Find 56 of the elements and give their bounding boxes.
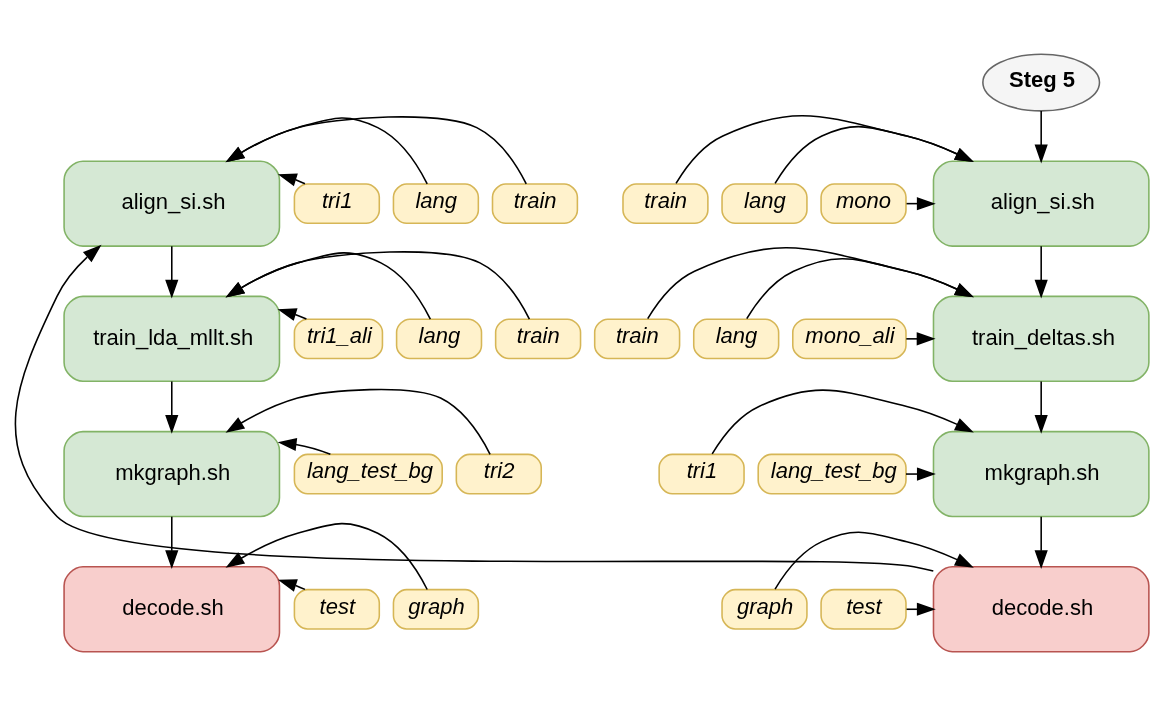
node-box: tri2 bbox=[455, 453, 542, 494]
arrow bbox=[1034, 515, 1048, 569]
arrow bbox=[774, 531, 974, 590]
arrow bbox=[14, 244, 935, 572]
node-box: tri1_ali bbox=[293, 317, 384, 359]
node-box: lang bbox=[692, 317, 780, 359]
arrow bbox=[774, 125, 974, 184]
node-box: train bbox=[593, 317, 681, 359]
node-box: mono_ali bbox=[792, 317, 907, 359]
arrow bbox=[225, 522, 428, 590]
arrow bbox=[646, 246, 974, 319]
arrow bbox=[675, 114, 974, 184]
arrow bbox=[165, 380, 179, 434]
arrow bbox=[165, 245, 179, 299]
arrow bbox=[1034, 109, 1048, 163]
node-box: align_si.sh bbox=[63, 159, 281, 247]
arrow bbox=[277, 307, 308, 321]
node-box: graph bbox=[721, 588, 808, 630]
node-box: test bbox=[820, 588, 907, 630]
arrow bbox=[905, 466, 936, 481]
node-box: tri1 bbox=[293, 182, 381, 224]
arrow bbox=[225, 115, 528, 185]
node-box: test bbox=[293, 588, 381, 630]
arrow bbox=[225, 251, 432, 320]
arrow bbox=[905, 602, 936, 616]
arrow bbox=[165, 515, 179, 569]
node-box: train_lda_mllt.sh bbox=[63, 295, 281, 382]
node-box: decode.sh bbox=[932, 565, 1150, 652]
arrow bbox=[225, 388, 491, 455]
node-box: train bbox=[622, 182, 709, 224]
arrow bbox=[905, 331, 936, 345]
arrow bbox=[277, 578, 306, 592]
node-box: align_si.sh bbox=[932, 159, 1150, 247]
node-box: graph bbox=[392, 588, 480, 630]
arrow bbox=[1034, 245, 1048, 299]
node-box: train_deltas.sh bbox=[932, 295, 1150, 382]
node-ellipse: Steg 5 bbox=[982, 53, 1101, 112]
arrow bbox=[711, 388, 974, 455]
node-box: train bbox=[491, 182, 579, 224]
node-box: lang_test_bg bbox=[757, 453, 907, 494]
node-box: lang bbox=[395, 317, 483, 359]
arrow bbox=[277, 173, 306, 186]
arrow bbox=[225, 116, 428, 185]
arrow bbox=[225, 250, 531, 320]
node-box: tri1 bbox=[658, 453, 745, 494]
arrow bbox=[277, 437, 332, 455]
node-box: mkgraph.sh bbox=[932, 430, 1150, 517]
node-box: train bbox=[494, 317, 582, 359]
node-box: mkgraph.sh bbox=[63, 430, 281, 517]
node-box: decode.sh bbox=[63, 565, 281, 652]
node-box: mono bbox=[820, 182, 907, 224]
node-box: lang bbox=[392, 182, 480, 224]
arrow bbox=[746, 257, 974, 319]
arrow bbox=[1034, 380, 1048, 434]
node-box: lang bbox=[721, 182, 808, 224]
node-box: lang_test_bg bbox=[293, 453, 443, 494]
